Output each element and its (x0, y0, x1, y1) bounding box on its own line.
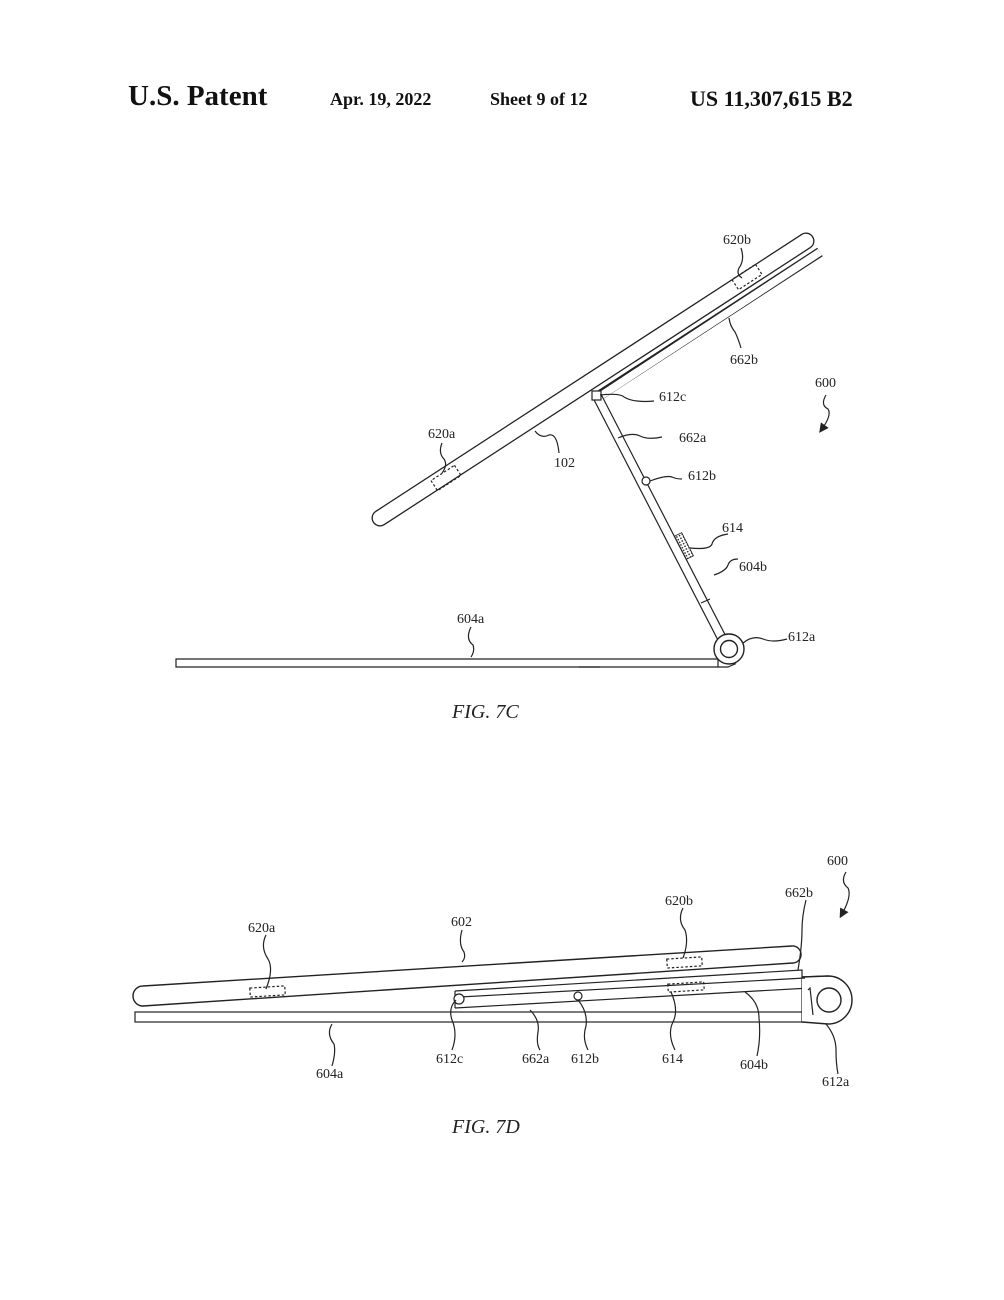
label-620a: 620a (428, 427, 456, 442)
hinge-612c (453, 993, 465, 1005)
cover-panel-662b (594, 247, 823, 402)
hinge-612c (591, 390, 602, 401)
support-arm-662a (459, 977, 806, 998)
label-604a: 604a (457, 612, 485, 627)
label-662b: 662b (785, 886, 813, 901)
label-604b: 604b (739, 560, 767, 575)
label-614: 614 (662, 1052, 683, 1067)
magnet-620b (731, 263, 763, 291)
label-612b: 612b (688, 469, 716, 484)
magnet-620a (249, 985, 286, 998)
hinge-612b (573, 991, 583, 1001)
keyboard-base-604a (175, 658, 737, 668)
hinge-612b (641, 476, 651, 486)
label-620b: 620b (723, 233, 751, 248)
label-620b: 620b (665, 894, 693, 909)
label-612c: 612c (659, 390, 686, 405)
tablet-602 (132, 945, 802, 1007)
support-arm-662a (592, 393, 732, 651)
label-620a: 620a (248, 921, 276, 936)
label-612a: 612a (788, 630, 816, 645)
magnet-620a (430, 464, 462, 492)
label-614: 614 (722, 521, 743, 536)
patent-number: US 11,307,615 B2 (690, 86, 853, 111)
tablet-102 (371, 232, 815, 527)
keyboard-base-604a (134, 1011, 806, 1023)
sheet-number: Sheet 9 of 12 (490, 89, 588, 109)
magnet-620b (666, 956, 703, 969)
label-102: 102 (554, 456, 575, 471)
magnet-614 (667, 981, 705, 993)
label-604b: 604b (740, 1058, 768, 1073)
label-662a: 662a (522, 1052, 550, 1067)
label-604a: 604a (316, 1067, 344, 1082)
label-662a: 662a (679, 431, 707, 446)
figure-caption-7d: FIG. 7D (451, 1116, 520, 1138)
label-612a: 612a (822, 1075, 850, 1090)
label-662b: 662b (730, 353, 758, 368)
label-600: 600 (815, 376, 836, 391)
label-612b: 612b (571, 1052, 599, 1067)
figure-7d: 600 662b 620b 602 620a 612c 662a 612b 61… (132, 854, 853, 1138)
label-602: 602 (451, 915, 472, 930)
figure-7c: 620b 662b 600 612c 662a 620a 102 612b 61… (175, 232, 836, 723)
patent-title: U.S. Patent (128, 80, 268, 112)
magnet-614 (673, 532, 695, 560)
figure-caption-7c: FIG. 7C (451, 701, 519, 723)
label-600: 600 (827, 854, 848, 869)
hinge-612a (713, 633, 745, 665)
label-612c: 612c (436, 1052, 463, 1067)
patent-date: Apr. 19, 2022 (330, 89, 432, 109)
hinge-612a (801, 975, 853, 1025)
